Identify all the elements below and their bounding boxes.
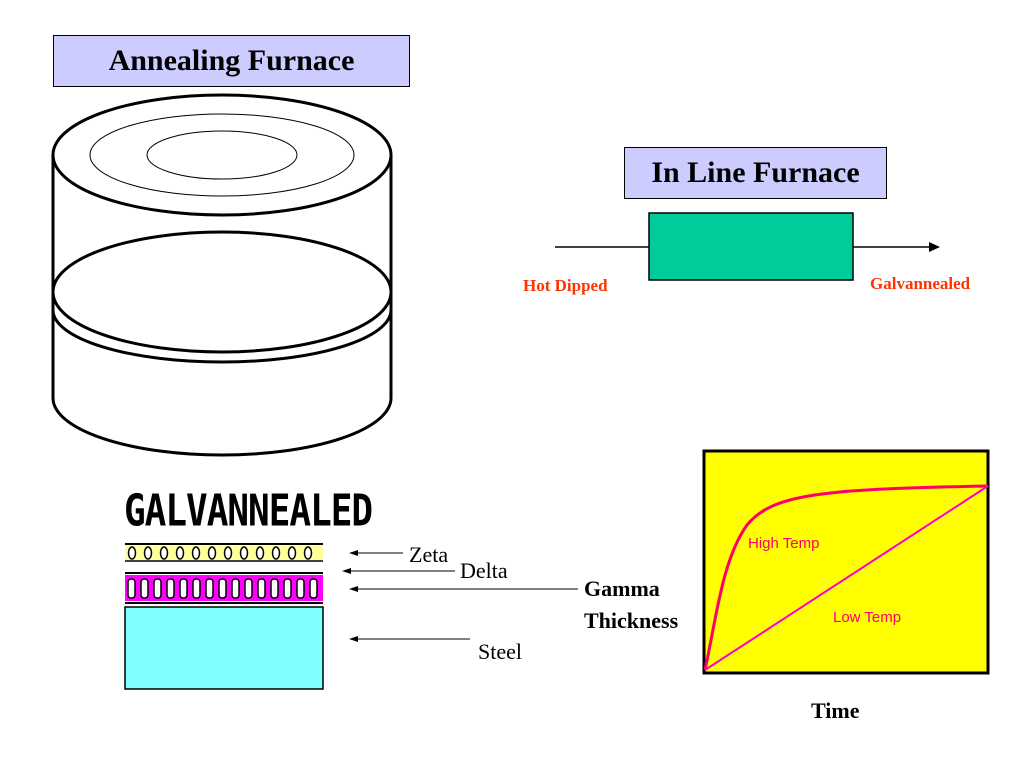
zeta-arrowhead [349,550,358,556]
delta-crystal [153,578,162,599]
strip-arrowhead [929,242,940,252]
inline-furnace-title: In Line Furnace [624,147,887,199]
zeta-crystal [159,546,169,560]
delta-crystal [192,578,201,599]
delta-crystal [179,578,188,599]
low-temp-line [704,485,989,671]
zeta-crystal-marks [127,546,313,560]
inline-furnace-box [648,212,854,281]
delta-crystal [296,578,305,599]
high-temp-label: High Temp [748,535,820,552]
delta-crystal [231,578,240,599]
delta-crystal-marks [127,578,318,599]
zeta-crystal [271,546,281,560]
delta-label: Delta [460,558,508,583]
annealing-furnace-title: Annealing Furnace [53,35,410,87]
delta-arrowhead [342,568,351,574]
delta-crystal [309,578,318,599]
galvannealed-output-label: Galvannealed [870,274,971,293]
coil-outer-ring [89,113,355,197]
lower-coil-bottom [51,397,393,457]
zeta-crystal [191,546,201,560]
delta-crystal [166,578,175,599]
coil-inner-ring [146,130,298,180]
lower-coil-top-rim [51,309,393,364]
delta-crystal [257,578,266,599]
gamma-label: Gamma [584,576,660,601]
delta-crystal [218,578,227,599]
time-axis-label: Time [811,698,860,723]
steel-arrowhead [349,636,358,642]
delta-crystal [140,578,149,599]
galvannealed-coating-title: GALVANNEALED [124,487,373,537]
delta-crystal [283,578,292,599]
zeta-crystal [287,546,297,560]
upper-coil-bottom-ellipse [51,230,393,354]
hot-dipped-label: Hot Dipped [523,276,608,295]
zeta-crystal [175,546,185,560]
zeta-crystal [207,546,217,560]
high-temp-curve [703,484,989,671]
steel-label: Steel [478,639,522,664]
delta-crystal [205,578,214,599]
coating-layers [124,543,324,690]
delta-crystal [244,578,253,599]
zeta-crystal [143,546,153,560]
steel-substrate [124,606,324,690]
zeta-crystal [223,546,233,560]
delta-crystal [127,578,136,599]
delta-crystal [270,578,279,599]
zeta-crystal [303,546,313,560]
zeta-crystal [239,546,249,560]
upper-coil-top-ellipse [51,93,393,217]
gamma-arrowhead [349,586,358,592]
zeta-crystal [127,546,137,560]
layer-arrows [342,550,578,642]
thickness-axis-label: Thickness [584,608,679,633]
zeta-label: Zeta [409,542,449,567]
low-temp-label: Low Temp [833,609,902,626]
zeta-crystal [255,546,265,560]
growth-chart-plot [702,449,990,675]
